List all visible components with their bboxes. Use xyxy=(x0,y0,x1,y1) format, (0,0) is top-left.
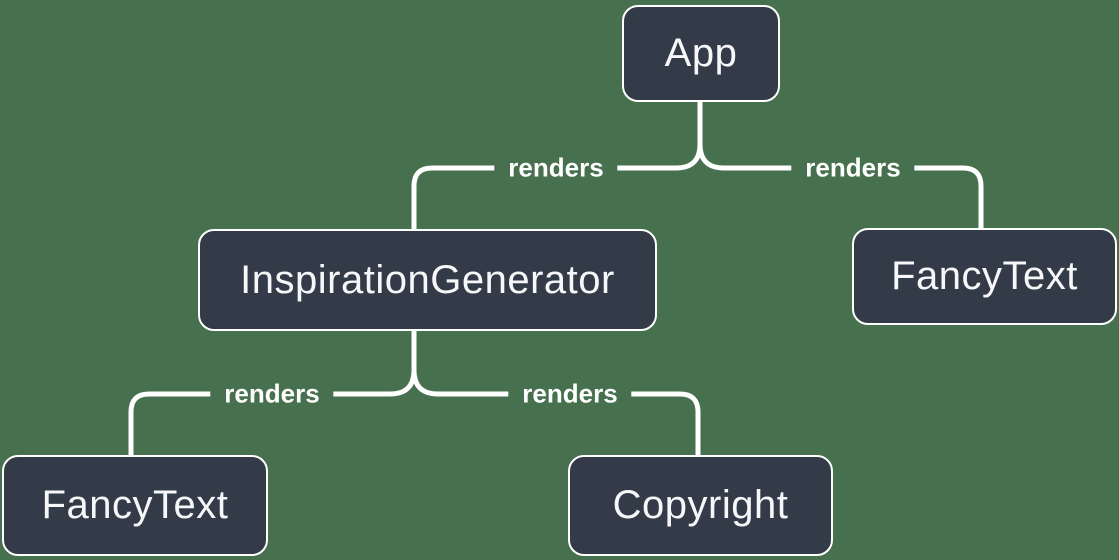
node-copyright-label: Copyright xyxy=(612,483,789,527)
node-app-label: App xyxy=(664,31,738,75)
node-fancytext-bottom-label: FancyText xyxy=(41,483,229,527)
node-inspiration-generator-label: InspirationGenerator xyxy=(240,257,615,302)
node-fancytext-top-label: FancyText xyxy=(891,254,1078,298)
edge-label-inspirationgenerator-copyright: renders xyxy=(508,376,632,412)
node-inspiration-generator: InspirationGenerator xyxy=(198,229,657,331)
node-fancytext-top: FancyText xyxy=(852,228,1117,325)
node-copyright: Copyright xyxy=(568,455,833,556)
edge-label-app-inspirationgenerator: renders xyxy=(494,150,618,186)
node-app: App xyxy=(622,5,780,102)
edge-label-inspirationgenerator-fancytext: renders xyxy=(210,376,334,412)
edge-label-app-fancytext: renders xyxy=(791,150,915,186)
node-fancytext-bottom: FancyText xyxy=(2,455,268,556)
